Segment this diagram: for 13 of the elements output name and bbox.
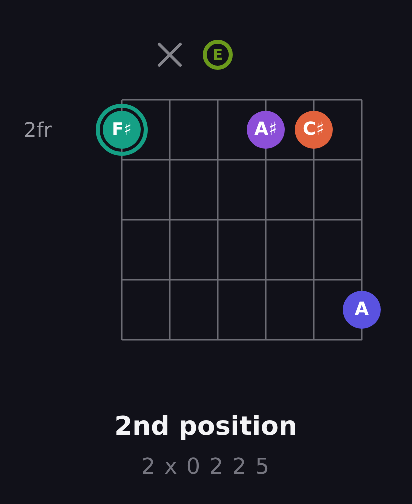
chord-title: 2nd position [114, 414, 298, 440]
note-dot [295, 111, 333, 149]
fingering: 2 x 0 2 2 5 [140, 457, 272, 479]
root-note-dot [96, 104, 148, 156]
note-name: A♯ [254, 121, 278, 139]
note-dot [343, 291, 381, 329]
note-name: C♯ [303, 121, 325, 139]
note-name: F♯ [112, 122, 132, 138]
fret-number: 2fr [24, 120, 52, 140]
note-dot [247, 111, 285, 149]
note-name: E [212, 48, 224, 62]
open-string-marker [203, 40, 233, 70]
note-name: A [355, 301, 369, 319]
